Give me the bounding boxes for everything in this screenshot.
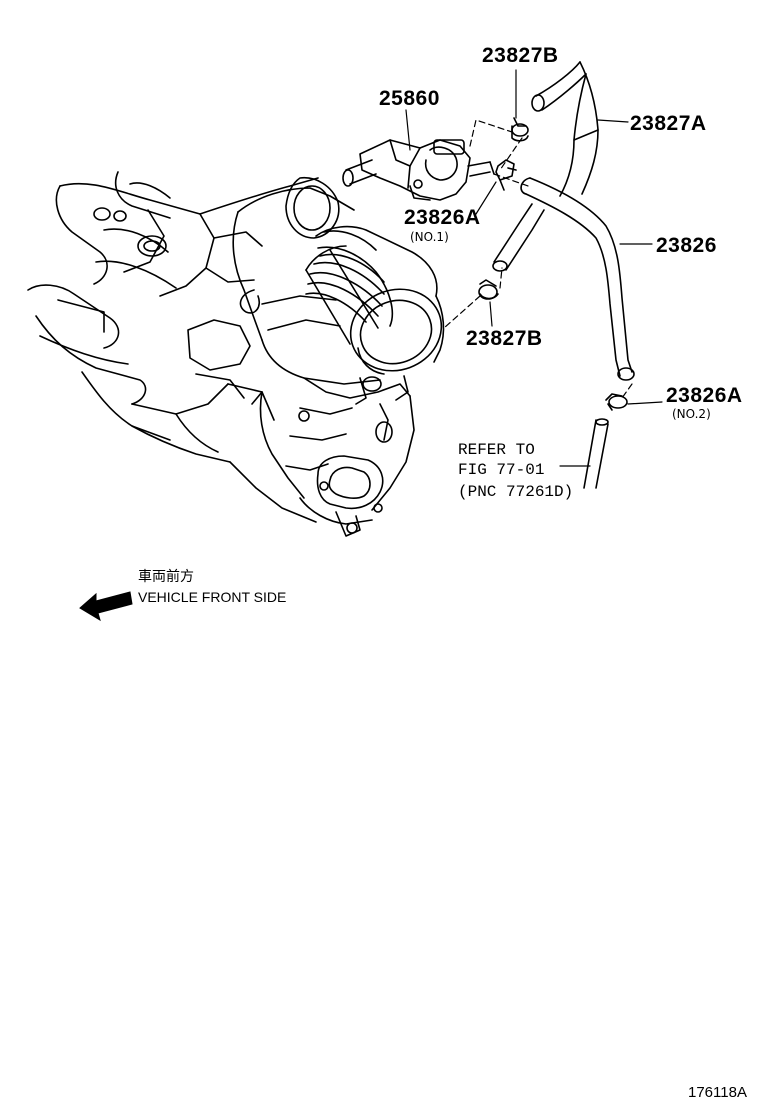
label-23826A-no2-sub: (NO.2)	[672, 407, 711, 421]
dashed-guides	[443, 119, 633, 399]
vsv-25860	[342, 139, 495, 201]
clamp-23827B-top	[511, 117, 529, 142]
refer-line-3: (PNC 77261D)	[458, 483, 574, 501]
label-23826A-no1-sub: (NO.1)	[410, 230, 449, 244]
illustration-id: 176118A	[688, 1084, 747, 1101]
label-23826A-no2: 23826A	[666, 384, 743, 407]
hose-23826	[492, 177, 635, 381]
refer-pipe	[583, 418, 609, 489]
front-arrow-icon	[79, 591, 133, 622]
label-23827B-top: 23827B	[482, 44, 559, 67]
clamp-23826A-no2	[605, 393, 628, 411]
direction-label-jp: 車両前方	[138, 568, 194, 584]
refer-line-1: REFER TO	[458, 441, 535, 459]
clamp-23826A-no1	[495, 159, 517, 191]
engine-assembly	[27, 171, 445, 537]
label-23826: 23826	[656, 234, 717, 257]
refer-line-2: FIG 77-01	[458, 461, 545, 479]
label-23827B-mid: 23827B	[466, 327, 543, 350]
clamp-23827B-mid	[478, 279, 499, 300]
leader-lines	[405, 69, 663, 467]
direction-label-en: VEHICLE FRONT SIDE	[138, 589, 287, 605]
label-23826A-no1: 23826A	[404, 206, 481, 229]
label-23827A: 23827A	[630, 112, 707, 135]
hose-23827A	[531, 61, 599, 197]
label-25860: 25860	[379, 87, 440, 110]
